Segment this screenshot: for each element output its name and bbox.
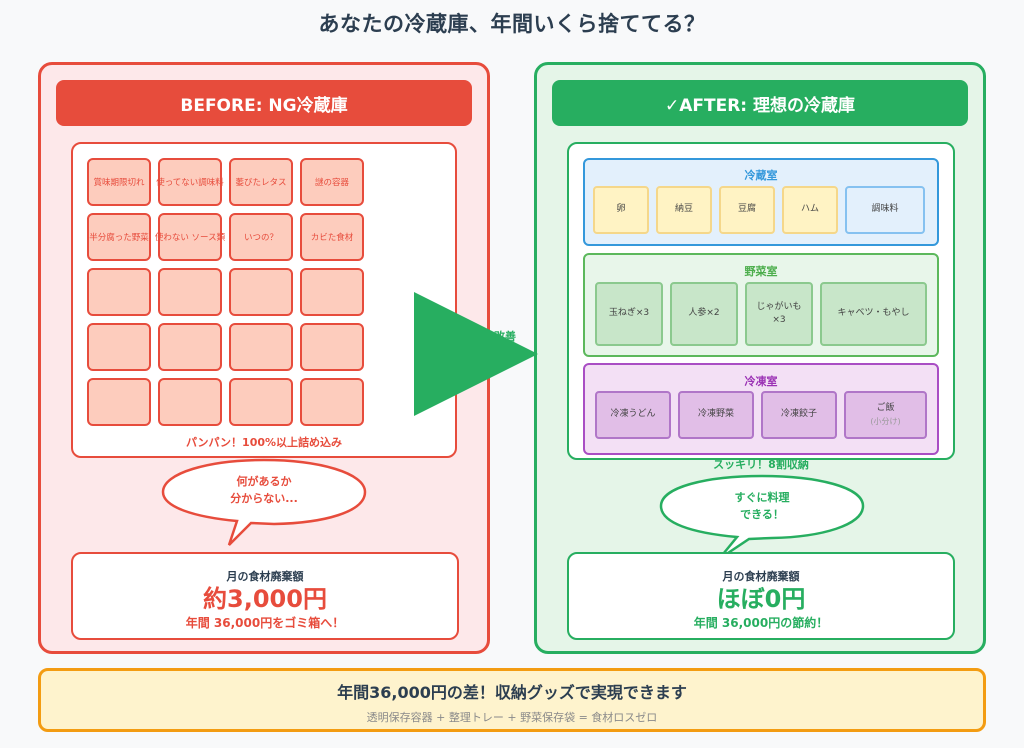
- speech-bubble-shape: [659, 474, 865, 561]
- freezer-compartment: 冷凍室 冷凍うどん 冷凍野菜 冷凍餃子 ご飯 (小分け): [583, 363, 939, 455]
- food-item: 調味料: [845, 186, 925, 234]
- frozen-item: 冷凍野菜: [678, 391, 754, 439]
- messy-item: [229, 268, 293, 316]
- messy-item: 萎びたレタス: [229, 158, 293, 206]
- messy-item: [87, 378, 151, 426]
- vegetable-item-label: 玉ねぎ×3: [608, 308, 650, 319]
- food-item-label: 卵: [616, 204, 626, 215]
- after-result-box: 月の食材廃棄額 ほぼ0円 年間 36,000円の節約！: [567, 552, 955, 640]
- messy-item: [87, 323, 151, 371]
- bubble-line-2: できる！: [740, 508, 784, 522]
- compartment-title: 野菜室: [744, 265, 778, 278]
- before-speech-bubble: 何があるか 分からない...: [159, 457, 369, 549]
- vegetable-item-label: 人参×2: [688, 308, 720, 319]
- messy-item: [158, 378, 222, 426]
- messy-item: [158, 323, 222, 371]
- speech-bubble-shape: [161, 458, 367, 546]
- messy-item: [300, 268, 364, 316]
- frozen-item: 冷凍餃子: [761, 391, 837, 439]
- result-amount: 約3,000円: [203, 585, 327, 613]
- vegetable-item: 人参×2: [670, 282, 738, 346]
- result-note: 年間 36,000円をゴミ箱へ！: [185, 616, 345, 631]
- before-header: BEFORE: NG冷蔵庫: [56, 80, 472, 126]
- messy-item: 使わない ソース類: [154, 213, 226, 261]
- after-header: ✓AFTER: 理想の冷蔵庫: [552, 80, 968, 126]
- messy-item: [300, 323, 364, 371]
- after-speech-bubble: すぐに料理 できる！: [657, 473, 867, 561]
- fridge-compartment: 冷蔵室 卵 納豆 豆腐 ハム 調味料: [583, 158, 939, 246]
- messy-item-label: 使ってない調味料: [156, 178, 224, 188]
- vegetable-item: 玉ねぎ×3: [595, 282, 663, 346]
- frozen-item-note: (小分け): [870, 416, 901, 426]
- bubble-line-1: 何があるか: [236, 475, 292, 488]
- messy-item-label: いつの？: [243, 233, 278, 243]
- summary-box: 年間36,000円の差！収納グッズで実現できます 透明保存容器 + 整理トレー …: [38, 668, 986, 732]
- result-label: 月の食材廃棄額: [722, 570, 800, 583]
- messy-item: [158, 268, 222, 316]
- messy-item-label: 使わない ソース類: [154, 233, 226, 243]
- page-title: あなたの冷蔵庫、年間いくら捨ててる？: [318, 12, 706, 36]
- messy-item-label: 謎の容器: [314, 178, 349, 188]
- food-item: ハム: [782, 186, 838, 234]
- messy-item-label: 萎びたレタス: [235, 178, 287, 188]
- food-item-label: 納豆: [674, 204, 693, 215]
- before-fridge-caption: パンパン！100%以上詰め込み: [185, 436, 343, 449]
- messy-item: いつの？: [229, 213, 293, 261]
- compartment-title: 冷凍室: [744, 375, 778, 388]
- bubble-line-1: すぐに料理: [734, 491, 790, 504]
- messy-item-label: 半分腐った野菜: [89, 233, 149, 243]
- food-item-label: 調味料: [871, 204, 899, 215]
- after-panel: ✓AFTER: 理想の冷蔵庫 冷蔵室 卵 納豆 豆腐 ハム 調味料 野菜室 玉ね…: [534, 62, 986, 654]
- messy-item: [229, 378, 293, 426]
- after-fridge-caption: スッキリ！8割収納: [713, 458, 809, 471]
- compartment-title: 冷蔵室: [744, 169, 778, 182]
- result-label: 月の食材廃棄額: [226, 570, 304, 583]
- food-item: 豆腐: [719, 186, 775, 234]
- messy-item-label: カビた食材: [310, 233, 354, 243]
- messy-item: [229, 323, 293, 371]
- vegetable-item: じゃがいも ×3: [745, 282, 813, 346]
- summary-subtitle: 透明保存容器 + 整理トレー + 野菜保存袋 = 食材ロスゼロ: [366, 711, 658, 724]
- food-item: 卵: [593, 186, 649, 234]
- before-result-box: 月の食材廃棄額 約3,000円 年間 36,000円をゴミ箱へ！: [71, 552, 459, 640]
- bubble-line-2: 分からない...: [230, 492, 298, 506]
- summary-title: 年間36,000円の差！収納グッズで実現できます: [337, 683, 687, 702]
- vegetable-item: キャベツ・もやし: [820, 282, 927, 346]
- messy-item: 賞味期限切れ: [87, 158, 151, 206]
- before-fridge: 賞味期限切れ 使ってない調味料 萎びたレタス 謎の容器半分腐った野菜使わない ソース類…: [71, 142, 457, 458]
- frozen-item: ご飯 (小分け): [844, 391, 927, 439]
- vegetable-item-label: じゃがいも: [756, 301, 802, 312]
- frozen-item: 冷凍うどん: [595, 391, 671, 439]
- vegetable-item-count: ×3: [772, 315, 786, 325]
- frozen-item-label: ご飯: [876, 403, 895, 414]
- vegetable-item-label: キャベツ・もやし: [837, 308, 910, 319]
- food-item: 納豆: [656, 186, 712, 234]
- messy-item: カビた食材: [300, 213, 364, 261]
- messy-item: [87, 268, 151, 316]
- messy-item: [300, 378, 364, 426]
- result-note: 年間 36,000円の節約！: [693, 616, 829, 631]
- messy-item: 使ってない調味料: [156, 158, 224, 206]
- messy-item: 謎の容器: [300, 158, 364, 206]
- food-item-label: 豆腐: [737, 204, 756, 215]
- right-arrow-icon: [414, 292, 538, 416]
- messy-item: 半分腐った野菜: [87, 213, 151, 261]
- food-item-label: ハム: [800, 204, 819, 215]
- before-panel: BEFORE: NG冷蔵庫 賞味期限切れ 使ってない調味料 萎びたレタス 謎の容器半分…: [38, 62, 490, 654]
- frozen-item-label: 冷凍うどん: [610, 409, 656, 420]
- after-fridge: 冷蔵室 卵 納豆 豆腐 ハム 調味料 野菜室 玉ねぎ×3 人参×2 じゃがいも …: [567, 142, 955, 471]
- frozen-item-label: 冷凍餃子: [780, 409, 817, 420]
- vegetable-compartment: 野菜室 玉ねぎ×3 人参×2 じゃがいも ×3 キャベツ・もやし: [583, 253, 939, 357]
- frozen-item-label: 冷凍野菜: [697, 409, 734, 420]
- result-amount: ほぼ0円: [716, 585, 806, 613]
- messy-item-label: 賞味期限切れ: [93, 178, 145, 188]
